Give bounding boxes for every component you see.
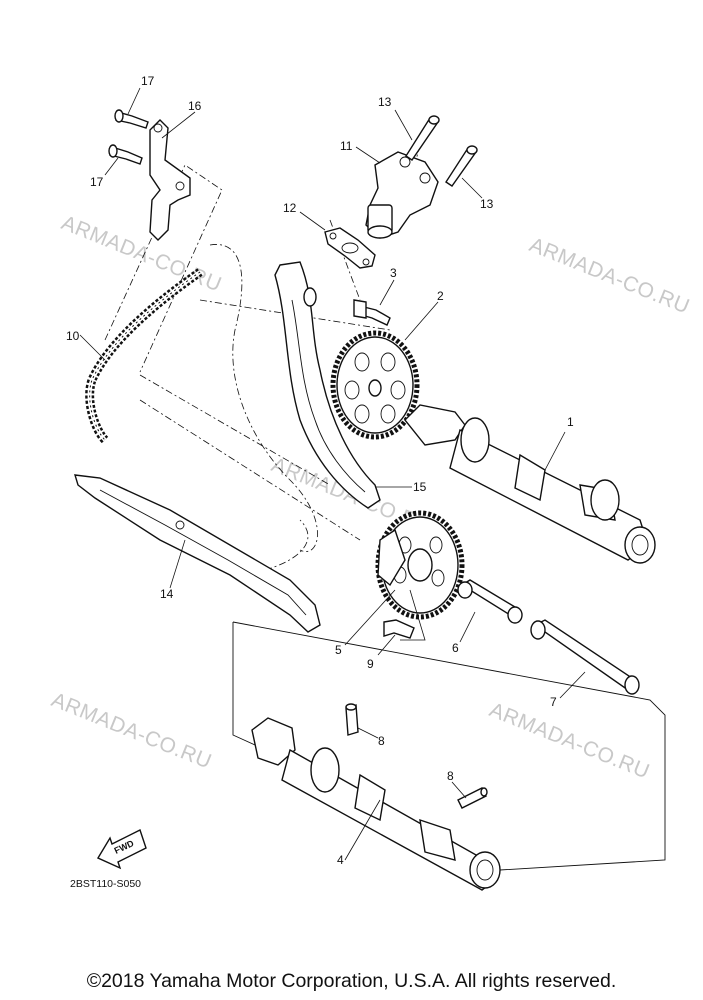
callouts: 1 2 3 4 5 6 7 8 8 9 10 11 12 13 13 14 15… bbox=[66, 74, 574, 867]
chain-guide-bracket bbox=[149, 119, 191, 241]
callout-14: 14 bbox=[160, 587, 174, 601]
diagram-code: 2BST110-S050 bbox=[70, 878, 141, 890]
bolt-17-upper bbox=[114, 109, 149, 129]
cam-sprocket-5 bbox=[375, 510, 465, 620]
callout-4: 4 bbox=[337, 853, 344, 867]
callout-1: 1 bbox=[567, 415, 574, 429]
watermark: ARMADA-CO.RU bbox=[48, 688, 215, 773]
callout-8b: 8 bbox=[447, 769, 454, 783]
dowel-pin-8a bbox=[345, 703, 359, 736]
callout-5: 5 bbox=[335, 643, 342, 657]
callout-2: 2 bbox=[437, 289, 444, 303]
timing-chain bbox=[85, 268, 203, 444]
camshaft-4 bbox=[251, 717, 501, 891]
chain-guide-14 bbox=[74, 474, 321, 633]
callout-6: 6 bbox=[452, 641, 459, 655]
callout-12: 12 bbox=[283, 201, 297, 215]
callout-13a: 13 bbox=[378, 95, 392, 109]
callout-3: 3 bbox=[390, 266, 397, 280]
watermark: ARMADA-CO.RU bbox=[486, 698, 653, 783]
callout-7: 7 bbox=[550, 695, 557, 709]
chain-guide-15 bbox=[274, 261, 381, 509]
callout-17a: 17 bbox=[141, 74, 155, 88]
callout-17b: 17 bbox=[90, 175, 104, 189]
gasket-12 bbox=[324, 227, 376, 269]
cam-sprocket-2 bbox=[330, 330, 420, 440]
fwd-arrow-icon: FWD bbox=[96, 829, 147, 870]
bolt-17-lower bbox=[108, 144, 143, 165]
callout-13b: 13 bbox=[480, 197, 494, 211]
watermark: ARMADA-CO.RU bbox=[58, 211, 225, 296]
copyright-notice: ©2018 Yamaha Motor Corporation, U.S.A. A… bbox=[86, 970, 617, 992]
dowel-pin-8b bbox=[457, 787, 488, 809]
tensioner-11 bbox=[365, 151, 439, 239]
callout-9: 9 bbox=[367, 657, 374, 671]
camshaft-1 bbox=[404, 404, 656, 564]
bolt-9 bbox=[383, 619, 415, 639]
bolt-3 bbox=[353, 299, 391, 326]
shaft-6 bbox=[457, 579, 523, 624]
callout-16: 16 bbox=[188, 99, 202, 113]
watermark: ARMADA-CO.RU bbox=[526, 233, 693, 318]
shaft-7 bbox=[530, 619, 640, 695]
bolt-13-b bbox=[445, 145, 478, 187]
callout-8a: 8 bbox=[378, 734, 385, 748]
assembly-lines bbox=[104, 144, 666, 871]
callout-10: 10 bbox=[66, 329, 80, 343]
callout-15: 15 bbox=[413, 480, 427, 494]
leader-lines bbox=[79, 87, 586, 861]
callout-11: 11 bbox=[340, 139, 353, 153]
bolt-13-a bbox=[405, 115, 440, 161]
